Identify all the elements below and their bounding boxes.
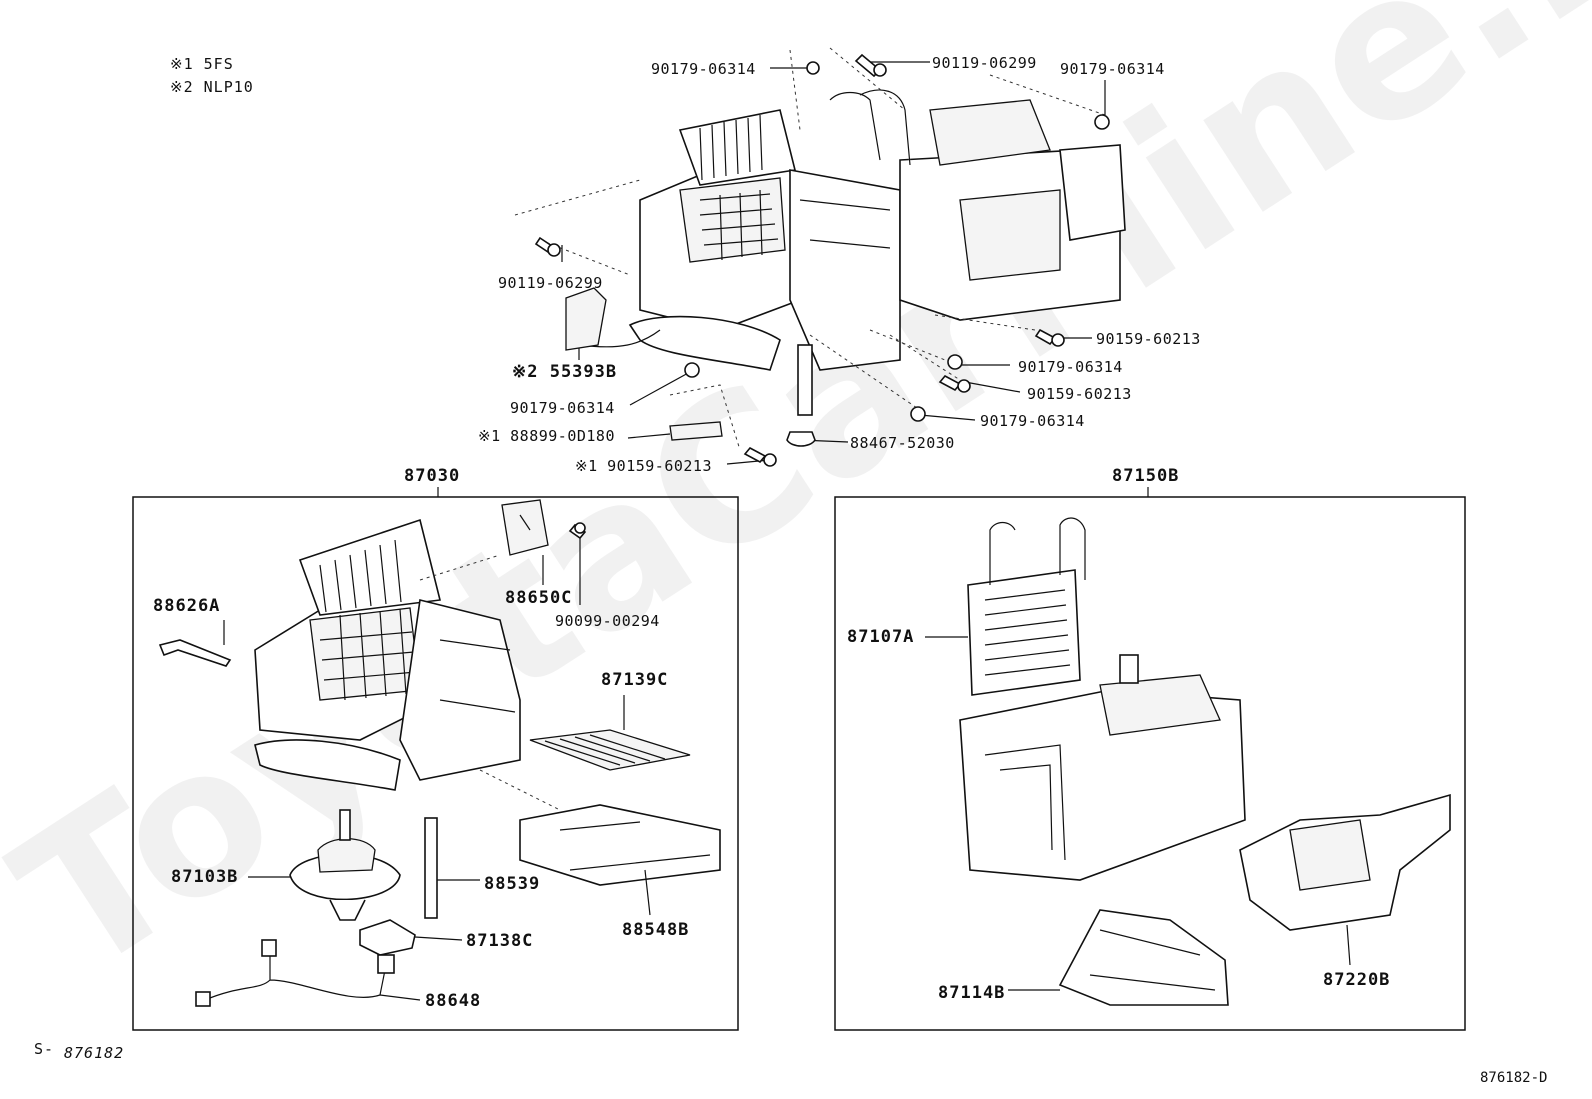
part-label-88650c[interactable]: 88650C (505, 588, 573, 608)
part-label-90159-60213[interactable]: ※1 90159-60213 (575, 457, 712, 475)
part-label-88539[interactable]: 88539 (484, 874, 541, 894)
part-label-88548b[interactable]: 88548B (622, 920, 690, 940)
heater-case-87150b-drawing (959, 517, 1451, 1006)
footer-prefix: S- (34, 1040, 55, 1058)
part-label-87138c[interactable]: 87138C (466, 931, 534, 951)
part-label-87114b[interactable]: 87114B (938, 983, 1006, 1003)
part-label-90179-06314[interactable]: 90179-06314 (980, 412, 1085, 430)
part-label-90179-06314[interactable]: 90179-06314 (510, 399, 615, 417)
part-label-90159-60213[interactable]: 90159-60213 (1096, 330, 1201, 348)
part-label-87139c[interactable]: 87139C (601, 670, 669, 690)
footer-code-left: 876182 (64, 1044, 125, 1062)
group-box-right (834, 496, 1466, 1031)
note-1: ※1 5FS (170, 55, 234, 73)
group-label-87150b: 87150B (1112, 466, 1180, 486)
part-label-55393b[interactable]: ※2 55393B (512, 362, 618, 382)
part-label-87103b[interactable]: 87103B (171, 867, 239, 887)
note-2: ※2 NLP10 (170, 78, 254, 96)
part-label-88467-52030[interactable]: 88467-52030 (850, 434, 955, 452)
group-box-left (132, 496, 739, 1031)
part-label-90179-06314[interactable]: 90179-06314 (651, 60, 756, 78)
footer-code-right: 876182-D (1480, 1070, 1548, 1086)
part-label-90099-00294[interactable]: 90099-00294 (555, 612, 660, 630)
main-heater-assembly-drawing (579, 89, 1126, 416)
part-label-88626a[interactable]: 88626A (153, 596, 221, 616)
heater-unit-87030-drawing (158, 499, 721, 1007)
part-label-90159-60213[interactable]: 90159-60213 (1027, 385, 1132, 403)
part-label-90179-06314[interactable]: 90179-06314 (1060, 60, 1165, 78)
part-label-90119-06299[interactable]: 90119-06299 (498, 274, 603, 292)
part-label-87107a[interactable]: 87107A (847, 627, 915, 647)
part-label-90179-06314[interactable]: 90179-06314 (1018, 358, 1123, 376)
group-label-87030: 87030 (404, 466, 461, 486)
fastener-icons-top (534, 53, 1110, 467)
part-label-87220b[interactable]: 87220B (1323, 970, 1391, 990)
part-label-88899-0d180[interactable]: ※1 88899-0D180 (478, 427, 615, 445)
part-label-90119-06299[interactable]: 90119-06299 (932, 54, 1037, 72)
part-label-88648[interactable]: 88648 (425, 991, 482, 1011)
